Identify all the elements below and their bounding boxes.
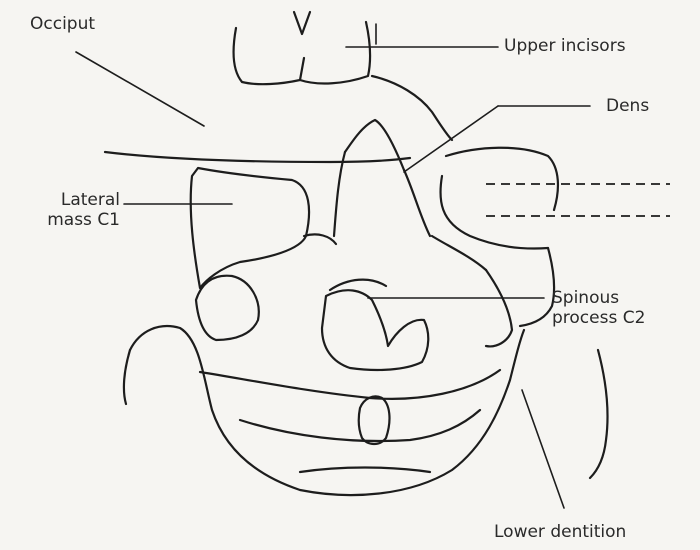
label-upper-incisors: Upper incisors (504, 36, 626, 56)
label-occiput: Occiput (30, 14, 95, 34)
right-lateral-mass (440, 176, 548, 249)
right-upper-curve (446, 148, 558, 210)
chin-line (300, 468, 430, 473)
mandible-inner (200, 370, 500, 399)
dens-left-body (334, 152, 345, 236)
spinous-arc (330, 280, 386, 290)
incisor-divider (294, 12, 310, 34)
label-lower-dentition: Lower dentition (494, 522, 626, 542)
dens-leader (404, 106, 498, 172)
left-lateral-mass (191, 168, 309, 288)
left-arch (304, 234, 336, 244)
right-jaw-line-1 (590, 350, 608, 478)
right-arch (432, 236, 486, 270)
occiput-leader (76, 52, 204, 126)
lower-dentition-leader (522, 390, 564, 508)
c2-right-spinous (520, 248, 554, 326)
dens-right-body (404, 170, 430, 236)
label-spinous-process-c2: Spinous process C2 (552, 288, 645, 328)
c2-left-edge (196, 276, 259, 340)
label-lateral-mass-c1: Lateral mass C1 (30, 190, 120, 230)
spinous-process-outline (322, 290, 428, 370)
occiput-base-line (105, 152, 410, 162)
left-jaw-curve (124, 350, 130, 404)
central-tooth (359, 396, 390, 444)
label-dens: Dens (606, 96, 649, 116)
c2-right-edge (486, 270, 512, 346)
